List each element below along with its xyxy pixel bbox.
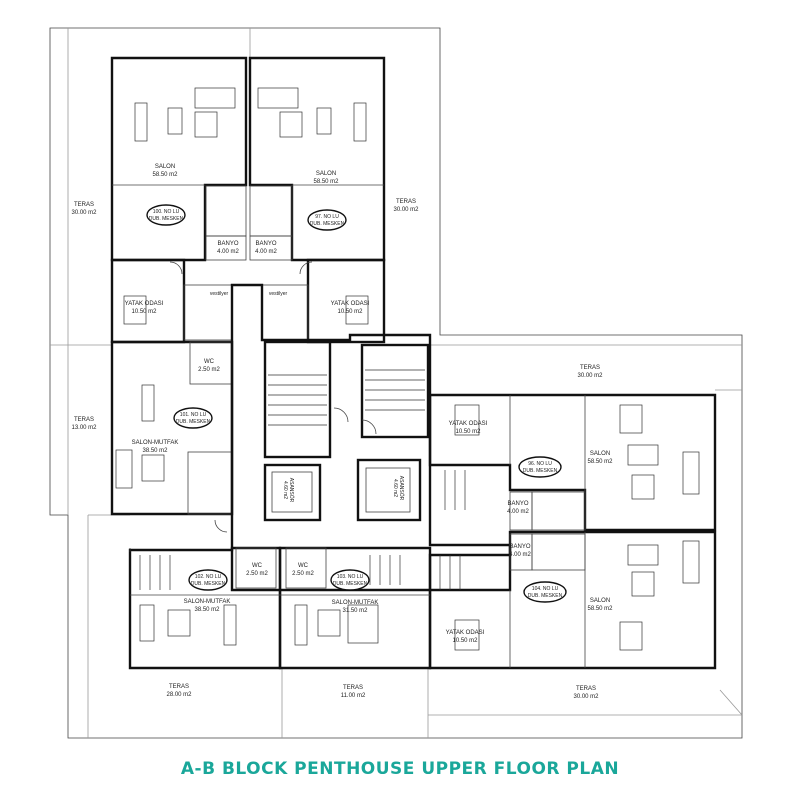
room-area: 2.50 m2 <box>292 571 314 577</box>
unit-101-type: DUB. MESKEN <box>176 419 211 425</box>
room-name: TERAS <box>580 365 600 371</box>
room-area: 30.00 m2 <box>573 694 599 700</box>
room-area: 4.00 m2 <box>507 509 529 515</box>
unit-103-label: 103. NO LU <box>337 574 364 580</box>
room-area: 58.50 m2 <box>587 459 613 465</box>
room-area: 58.50 m2 <box>587 606 613 612</box>
room-area: 38.50 m2 <box>142 448 168 454</box>
elevator-area: 4.60 m2 <box>392 479 398 497</box>
room-area: 4.00 m2 <box>255 249 277 255</box>
unit-103-type: DUB. MESKEN <box>333 581 368 587</box>
furniture <box>115 87 700 651</box>
room-area: 10.50 m2 <box>131 309 157 315</box>
room-name: SALON-MUTFAK <box>132 440 179 446</box>
elevator-name: ASANSÖR <box>398 476 405 501</box>
room-name: SALON-MUTFAK <box>184 599 231 605</box>
unit-102-type: DUB. MESKEN <box>191 581 226 587</box>
room-name: SALON <box>155 164 175 170</box>
unit-97-label: 97. NO LU <box>315 214 339 220</box>
room-name: TERAS <box>576 686 596 692</box>
room-name: YATAK ODASI <box>331 301 370 307</box>
unit-100-label: 100. NO LU <box>153 209 180 215</box>
room-name: YATAK ODASI <box>125 301 164 307</box>
room-name: WC <box>252 563 263 569</box>
unit-104-type: DUB. MESKEN <box>528 593 563 599</box>
shaft-label: vestilyer <box>210 291 229 297</box>
unit-104-label: 104. NO LU <box>532 586 559 592</box>
door-swings <box>169 261 377 533</box>
room-name: YATAK ODASI <box>446 630 485 636</box>
room-name: SALON-MUTFAK <box>332 600 379 606</box>
room-area: 2.50 m2 <box>198 367 220 373</box>
room-name: WC <box>298 563 309 569</box>
room-labels: SALON 58.50 m2 SALON 58.50 m2 TERAS 30.0… <box>71 164 613 700</box>
elevator-name: ASANSÖR <box>288 478 295 503</box>
room-area: 10.50 m2 <box>337 309 363 315</box>
plan-title: A-B BLOCK PENTHOUSE UPPER FLOOR PLAN <box>181 759 619 779</box>
room-name: BANYO <box>507 501 528 507</box>
room-name: SALON <box>316 171 336 177</box>
room-area: 30.00 m2 <box>71 210 97 216</box>
room-area: 28.00 m2 <box>166 692 192 698</box>
unit-101-label: 101. NO LU <box>180 412 207 418</box>
room-area: 11.00 m2 <box>341 693 366 699</box>
room-area: 4.00 m2 <box>509 552 531 558</box>
room-name: TERAS <box>74 202 94 208</box>
room-area: 30.00 m2 <box>393 207 419 213</box>
room-name: WC <box>204 359 215 365</box>
unit-103-walls <box>278 546 432 670</box>
room-name: TERAS <box>74 417 94 423</box>
room-name: SALON <box>590 451 610 457</box>
room-name: TERAS <box>343 685 363 691</box>
outer-terrace-outline <box>49 27 743 739</box>
room-area: 10.50 m2 <box>455 429 481 435</box>
stair-hatching <box>139 369 466 590</box>
room-name: YATAK ODASI <box>449 421 488 427</box>
unit-100-type: DUB. MESKEN <box>149 216 184 222</box>
unit-102-label: 102. NO LU <box>195 574 222 580</box>
room-name: TERAS <box>396 199 416 205</box>
room-area: 38.50 m2 <box>194 607 220 613</box>
unit-labels: 100. NO LU DUB. MESKEN 97. NO LU DUB. ME… <box>146 204 567 603</box>
room-area: 4.00 m2 <box>217 249 239 255</box>
unit-96-label: 96. NO LU <box>528 461 552 467</box>
room-area: 13.00 m2 <box>71 425 97 431</box>
room-area: 2.50 m2 <box>246 571 268 577</box>
unit-104-walls <box>428 530 717 670</box>
room-area: 58.50 m2 <box>313 179 339 185</box>
elevator-area: 4.60 m2 <box>282 481 288 499</box>
room-area: 10.50 m2 <box>452 638 478 644</box>
shaft-label: vestilyer <box>269 291 288 297</box>
unit-96-walls <box>428 393 717 532</box>
room-name: SALON <box>590 598 610 604</box>
room-area: 58.50 m2 <box>152 172 178 178</box>
room-area: 31.50 m2 <box>342 608 368 614</box>
unit-96-type: DUB. MESKEN <box>523 468 558 474</box>
unit-97-type: DUB. MESKEN <box>310 221 345 227</box>
room-area: 30.00 m2 <box>577 373 603 379</box>
elevator-labels: ASANSÖR 4.60 m2 ASANSÖR 4.60 m2 <box>282 476 405 503</box>
room-name: BANYO <box>217 241 238 247</box>
room-name: BANYO <box>255 241 276 247</box>
room-name: BANYO <box>509 544 530 550</box>
room-name: TERAS <box>169 684 189 690</box>
